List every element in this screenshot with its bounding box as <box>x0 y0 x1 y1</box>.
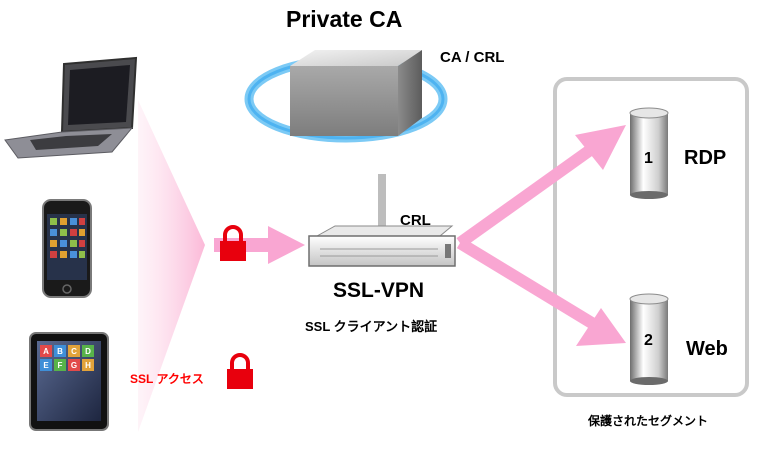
ca-crl-label: CA / CRL <box>440 49 505 66</box>
vpn-to-web-arrow <box>456 237 626 346</box>
lock-icon-client <box>227 353 253 389</box>
laptop-icon <box>4 56 138 159</box>
rdp-label: RDP <box>684 147 727 169</box>
web-server-number: 2 <box>644 332 653 349</box>
private-ca-title: Private CA <box>286 6 403 32</box>
tablet-tile: H <box>82 359 94 371</box>
web-label: Web <box>686 338 728 360</box>
protected-segment-frame <box>553 77 749 397</box>
tablet-tile: B <box>54 345 66 357</box>
protected-segment-label: 保護されたセグメント <box>588 414 709 428</box>
lock-icon-vpn <box>220 225 246 261</box>
tablet-tile: A <box>40 345 52 357</box>
rdp-server-icon <box>629 107 669 199</box>
tablet-tile: E <box>40 359 52 371</box>
vpn-to-rdp-arrow <box>456 125 626 248</box>
tablet-tile: D <box>82 345 94 357</box>
rdp-server-number: 1 <box>644 150 653 167</box>
ssl-access-label: SSL アクセス <box>130 372 204 386</box>
smartphone-icon <box>42 199 92 298</box>
web-server-icon <box>629 293 669 385</box>
tablet-tile: G <box>68 359 80 371</box>
tablet-tile: C <box>68 345 80 357</box>
tablet-app-grid: A B C D E F G H <box>40 345 100 371</box>
client-connection-fan <box>138 100 205 432</box>
ssl-vpn-appliance-icon <box>308 225 456 267</box>
ca-vpn-link <box>378 174 386 236</box>
tablet-tile: F <box>54 359 66 371</box>
crl-label: CRL <box>400 212 431 229</box>
ssl-client-auth-label: SSL クライアント認証 <box>305 319 438 334</box>
private-ca-server-icon <box>290 50 422 136</box>
ssl-vpn-label: SSL-VPN <box>333 279 425 302</box>
